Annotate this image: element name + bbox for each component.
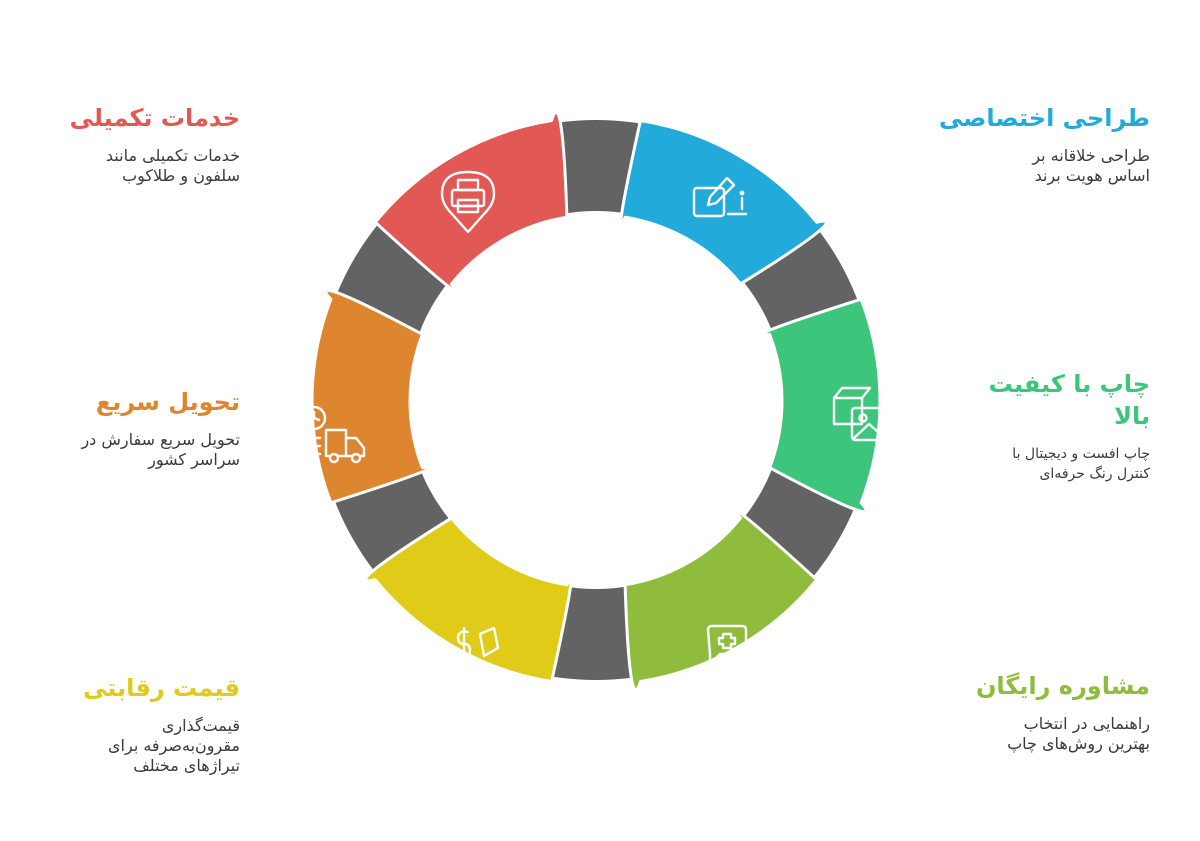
label-consult: مشاوره رایگان راهنمایی در انتخاب بهترین … bbox=[910, 670, 1150, 754]
desc-delivery: تحویل سریع سفارش در سراسر کشور bbox=[81, 430, 240, 469]
title-design: طراحی اختصاصی bbox=[938, 104, 1150, 132]
title-extras: خدمات تکمیلی bbox=[69, 104, 240, 132]
title-delivery: تحویل سریع bbox=[95, 388, 240, 416]
desc-design: طراحی خلاقانه بر اساس هویت برند bbox=[1032, 146, 1150, 185]
design-pencil-icon bbox=[692, 176, 748, 218]
label-delivery: تحویل سریع تحویل سریع سفارش در سراسر کشو… bbox=[0, 386, 240, 470]
segment-consult bbox=[623, 509, 819, 692]
printer-pin-icon bbox=[440, 170, 496, 234]
title-consult: مشاوره رایگان bbox=[975, 672, 1150, 700]
label-design: طراحی اختصاصی طراحی خلاقانه بر اساس هویت… bbox=[910, 102, 1150, 186]
segment-extras bbox=[373, 110, 569, 293]
segment-delivery bbox=[310, 288, 432, 505]
label-quality: چاپ با کیفیت بالا چاپ افست و دیجیتال با … bbox=[910, 368, 1150, 484]
label-extras: خدمات تکمیلی خدمات تکمیلی مانند سلفون و … bbox=[0, 102, 240, 186]
desc-price: قیمت‌گذاری مقرون‌به‌صرفه برای تیراژهای م… bbox=[108, 716, 240, 775]
desc-extras: خدمات تکمیلی مانند سلفون و طلاکوب bbox=[105, 146, 240, 185]
title-price: قیمت رقابتی bbox=[83, 674, 240, 702]
title-quality: چاپ با کیفیت بالا bbox=[988, 370, 1150, 430]
segment-price bbox=[364, 516, 573, 684]
delivery-truck-icon bbox=[301, 405, 366, 464]
segment-quality bbox=[760, 297, 882, 514]
consultation-icon bbox=[706, 624, 768, 688]
desc-quality: چاپ افست و دیجیتال با کنترل رنگ حرفه‌ای bbox=[1012, 446, 1150, 482]
desc-consult: راهنمایی در انتخاب بهترین روش‌های چاپ bbox=[1007, 714, 1150, 753]
print-image-icon bbox=[832, 386, 894, 442]
label-price: قیمت رقابتی قیمت‌گذاری مقرون‌به‌صرفه برا… bbox=[0, 672, 240, 776]
price-drop-icon bbox=[454, 626, 500, 682]
